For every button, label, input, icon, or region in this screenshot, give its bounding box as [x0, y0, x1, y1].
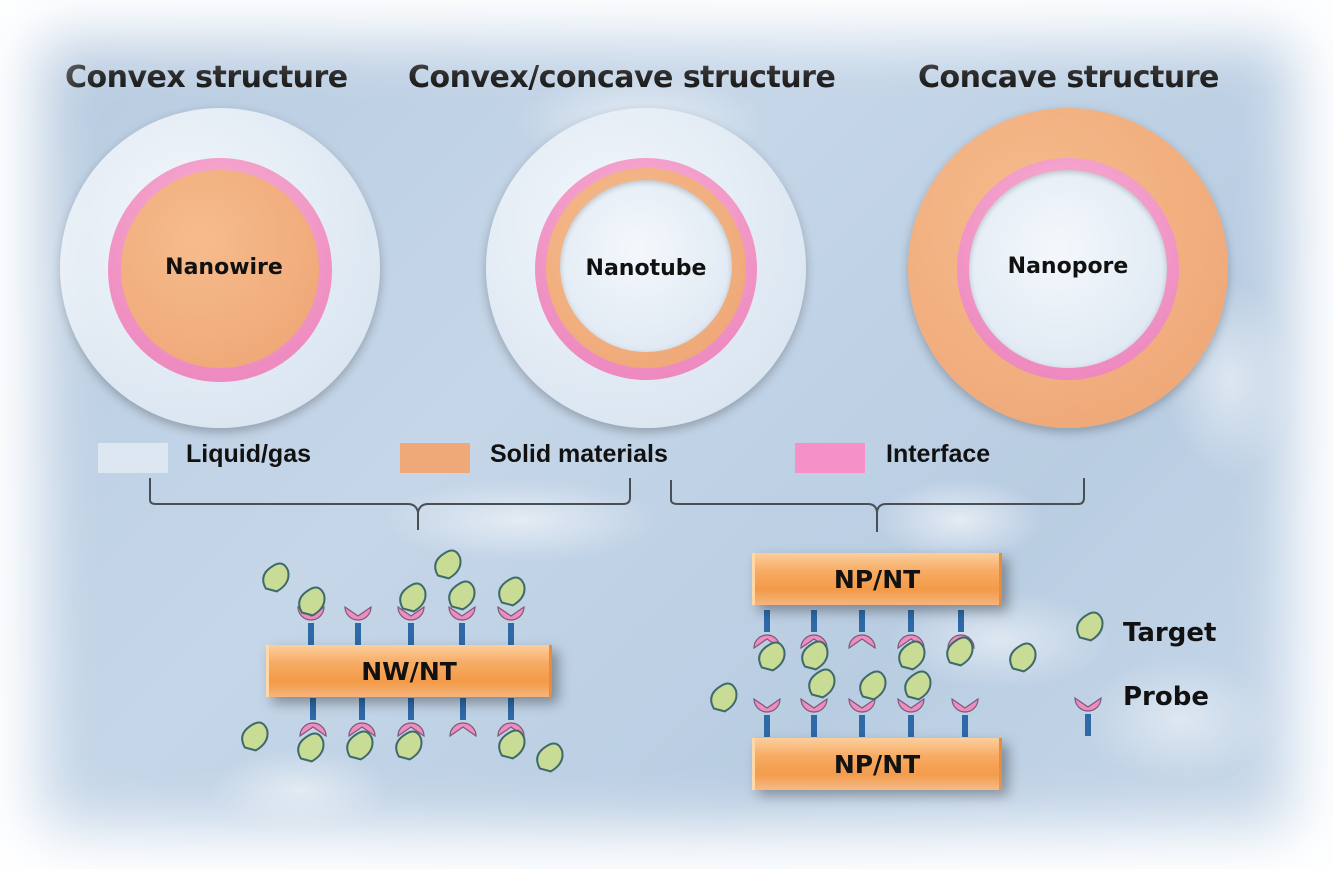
target-icon — [904, 670, 932, 701]
legend-swatch-solid — [400, 443, 470, 473]
probe-icon — [397, 698, 425, 738]
liquid-lumen — [560, 180, 732, 352]
probe-icon — [753, 697, 781, 737]
legend-swatch-liquid-gas — [98, 443, 168, 473]
np-nt-bar-top: NP/NT — [752, 553, 1002, 605]
legend-label-solid: Solid materials — [490, 440, 668, 468]
probe-icon — [897, 697, 925, 737]
brackets — [149, 478, 1085, 532]
heading-convex-concave: Convex/concave structure — [408, 60, 836, 95]
probe-icon — [951, 697, 979, 737]
target-icon — [448, 580, 476, 611]
target-icon — [395, 730, 423, 761]
target-icon — [808, 668, 836, 699]
target-icon — [346, 730, 374, 761]
probe-icon — [348, 698, 376, 738]
target-icon — [298, 586, 326, 617]
np-nt-bar-bottom: NP/NT — [752, 738, 1002, 790]
nanowire-label: Nanowire — [165, 255, 283, 280]
target-icon — [241, 721, 269, 752]
nanotube-label: Nanotube — [585, 256, 707, 281]
probe-icon — [449, 698, 477, 738]
key-target-label: Target — [1123, 618, 1217, 648]
target-icon — [758, 641, 786, 672]
legend-label-liquid-gas: Liquid/gas — [186, 440, 311, 468]
target-icon — [262, 562, 290, 593]
liquid-pore — [969, 170, 1167, 368]
probe-icon — [448, 605, 476, 645]
heading-convex: Convex structure — [65, 60, 348, 95]
target-icon — [801, 640, 829, 671]
probe-icon — [344, 605, 372, 645]
target-icon — [536, 742, 564, 773]
legend-label-interface: Interface — [886, 440, 991, 468]
probe-icon — [848, 610, 876, 650]
target-icon — [898, 640, 926, 671]
target-icon — [710, 682, 738, 713]
probe-icon — [299, 698, 327, 738]
target-icon — [498, 729, 526, 760]
probe-icon — [497, 605, 525, 645]
bracket-right — [670, 478, 1085, 532]
molecules — [241, 549, 1104, 773]
bracket-left — [149, 478, 631, 530]
probe-icon — [497, 698, 525, 738]
target-icon — [498, 576, 526, 607]
key-probe-label: Probe — [1123, 682, 1209, 712]
target-icon — [859, 670, 887, 701]
legend-swatch-interface — [795, 443, 865, 473]
solid-core — [121, 170, 319, 368]
probe-icon — [800, 697, 828, 737]
probe-icon — [848, 697, 876, 737]
nanopore-label: Nanopore — [1007, 254, 1129, 279]
heading-concave: Concave structure — [918, 60, 1219, 95]
target-icon — [434, 549, 462, 580]
key-probe-icon — [1074, 696, 1102, 736]
probe-icon — [397, 605, 425, 645]
nw-nt-bar: NW/NT — [266, 645, 552, 697]
target-icon — [1009, 642, 1037, 673]
target-icon — [297, 732, 325, 763]
target-icon — [1076, 611, 1104, 642]
target-icon — [946, 636, 974, 667]
target-icon — [399, 582, 427, 613]
probe-icon — [297, 605, 325, 645]
